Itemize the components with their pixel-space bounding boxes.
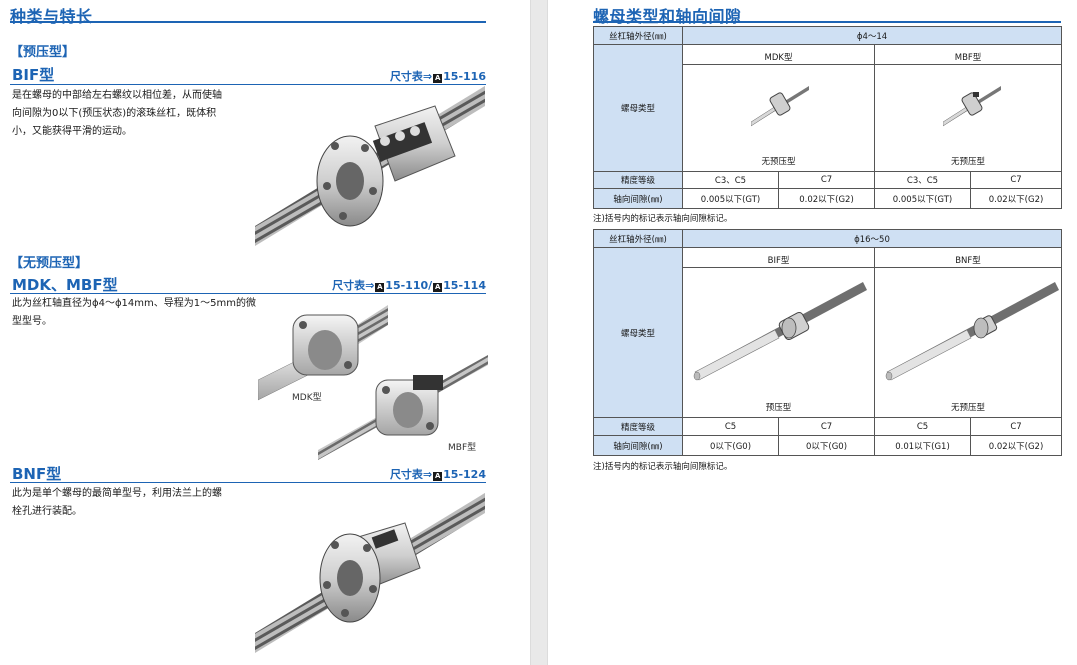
bif-ballscrew-illustration bbox=[255, 86, 485, 246]
mdk-description: 此为丝杠轴直径为ϕ4～ϕ14mm、导程为1～5mm的微 型型号。 bbox=[12, 295, 262, 331]
bnf-model-title: BNF型 bbox=[12, 465, 62, 483]
nut-type-table-small: 丝杠轴外径(㎜) ϕ4～14 螺母类型 MDK型 无预压型 MBF型 bbox=[593, 26, 1063, 209]
mdk-mbf-model-title: MDK、MBF型 bbox=[12, 276, 118, 294]
col-name-mbf: MBF型 bbox=[954, 53, 982, 63]
bnf-thumb-illustration bbox=[885, 282, 1059, 381]
caption-bif: 预压型 bbox=[765, 403, 792, 413]
model-rule bbox=[10, 293, 486, 294]
ref-page: 15-124 bbox=[443, 468, 486, 481]
section-rule bbox=[593, 21, 1061, 23]
cell-divider bbox=[683, 64, 874, 65]
caption-mdk: 无预压型 bbox=[761, 157, 796, 167]
bif-model-title: BIF型 bbox=[12, 66, 55, 84]
ref-page: 15-110/ bbox=[385, 279, 433, 292]
clearance-cell: 0.005以下(GT) bbox=[682, 188, 779, 209]
bnf-description: 此为是单个螺母的最简单型号，利用法兰上的螺 栓孔进行装配。 bbox=[12, 485, 252, 521]
grade-cell: C3、C5 bbox=[874, 171, 971, 189]
grade-cell: C7 bbox=[970, 417, 1062, 436]
shaft-diameter-value: ϕ4～14 bbox=[681, 26, 1063, 45]
ref-page: 15-114 bbox=[443, 279, 486, 292]
cell-divider bbox=[875, 267, 1061, 268]
desc-line: 此为丝杠轴直径为ϕ4～ϕ14mm、导程为1～5mm的微 bbox=[12, 298, 256, 309]
clearance-cell: 0.02以下(G2) bbox=[970, 435, 1062, 456]
desc-line: 是在螺母的中部给左右螺纹以相位差，从而使轴 bbox=[12, 90, 222, 101]
model-rule bbox=[10, 482, 486, 483]
ref-page: 15-116 bbox=[443, 70, 486, 83]
clearance-cell: 0.01以下(G1) bbox=[874, 435, 971, 456]
model-rule bbox=[10, 84, 486, 85]
axial-clearance-label: 轴向间隙(㎜) bbox=[593, 188, 683, 209]
clearance-cell: 0.005以下(GT) bbox=[874, 188, 971, 209]
fig-label-mdk: MDK型 bbox=[292, 393, 322, 403]
section-title-types: 种类与特长 bbox=[10, 7, 93, 26]
caption-mbf: 无预压型 bbox=[951, 157, 986, 167]
fig-label-mbf: MBF型 bbox=[448, 443, 477, 453]
cell-divider bbox=[683, 267, 874, 268]
desc-line: 小，又能获得平滑的运动。 bbox=[12, 126, 132, 137]
shaft-diameter-value: ϕ16～50 bbox=[682, 229, 1062, 248]
col-name-bnf: BNF型 bbox=[955, 256, 981, 266]
table2-footnote: 注)括号内的标记表示轴向间隙标记。 bbox=[593, 462, 733, 472]
mdk-thumb-illustration bbox=[751, 86, 809, 127]
page-gutter bbox=[530, 0, 548, 665]
ref-prefix: 尺寸表⇒ bbox=[332, 279, 375, 292]
desc-line: 型型号。 bbox=[12, 316, 52, 327]
bnf-type-cell: BNF型 无预压型 bbox=[874, 247, 1062, 418]
shaft-diameter-label: 丝杠轴外径(㎜) bbox=[593, 229, 683, 248]
catalog-a-icon: A bbox=[433, 283, 443, 292]
clearance-cell: 0以下(G0) bbox=[682, 435, 779, 456]
grade-cell: C5 bbox=[682, 417, 779, 436]
desc-line: 栓孔进行装配。 bbox=[12, 506, 82, 517]
mdk-mbf-illustration bbox=[258, 305, 488, 460]
ref-prefix: 尺寸表⇒ bbox=[389, 70, 433, 83]
section-rule bbox=[10, 21, 486, 23]
col-name-bif: BIF型 bbox=[767, 256, 790, 266]
col-name-mdk: MDK型 bbox=[764, 53, 793, 63]
accuracy-grade-label: 精度等级 bbox=[593, 171, 683, 189]
clearance-cell: 0.02以下(G2) bbox=[969, 188, 1063, 209]
ref-prefix: 尺寸表⇒ bbox=[389, 468, 433, 481]
cell-divider bbox=[875, 64, 1062, 65]
desc-line: 此为是单个螺母的最简单型号，利用法兰上的螺 bbox=[12, 488, 222, 499]
bif-type-cell: BIF型 预压型 bbox=[682, 247, 875, 418]
mbf-type-cell: MBF型 无预压型 bbox=[873, 44, 1063, 172]
preload-heading: 【预压型】 bbox=[10, 45, 76, 60]
desc-line: 向间隙为0以下(预压状态)的滚珠丝杠，既体积 bbox=[12, 108, 217, 119]
mbf-thumb-illustration bbox=[943, 86, 1001, 127]
grade-cell: C7 bbox=[778, 417, 875, 436]
grade-cell: C3、C5 bbox=[682, 171, 779, 189]
mdk-type-cell: MDK型 无预压型 bbox=[682, 44, 875, 172]
shaft-diameter-label: 丝杠轴外径(㎜) bbox=[593, 26, 683, 45]
grade-cell: C5 bbox=[874, 417, 971, 436]
caption-bnf: 无预压型 bbox=[950, 403, 985, 413]
nut-type-label: 螺母类型 bbox=[593, 44, 683, 172]
catalog-a-icon: A bbox=[375, 283, 385, 292]
nut-type-label: 螺母类型 bbox=[593, 247, 683, 418]
accuracy-grade-label: 精度等级 bbox=[593, 417, 683, 436]
bif-thumb-illustration bbox=[693, 282, 867, 381]
right-page: 螺母类型和轴向间隙 丝杠轴外径(㎜) ϕ4～14 螺母类型 MDK型 无预压型 … bbox=[548, 0, 1077, 665]
grade-cell: C7 bbox=[778, 171, 875, 189]
bif-description: 是在螺母的中部给左右螺纹以相位差，从而使轴 向间隙为0以下(预压状态)的滚珠丝杠… bbox=[12, 87, 252, 141]
table1-footnote: 注)括号内的标记表示轴向间隙标记。 bbox=[593, 214, 733, 224]
catalog-a-icon: A bbox=[433, 472, 443, 481]
grade-cell: C7 bbox=[969, 171, 1063, 189]
nut-type-table-large: 丝杠轴外径(㎜) ϕ16～50 螺母类型 BIF型 预压型 BNF型 bbox=[593, 229, 1062, 456]
nopreload-heading: 【无预压型】 bbox=[10, 256, 89, 271]
bnf-ballscrew-illustration bbox=[255, 493, 485, 653]
clearance-cell: 0.02以下(G2) bbox=[778, 188, 875, 209]
section-title-nut-types: 螺母类型和轴向间隙 bbox=[593, 7, 742, 26]
catalog-a-icon: A bbox=[433, 74, 443, 83]
axial-clearance-label: 轴向间隙(㎜) bbox=[593, 435, 683, 456]
clearance-cell: 0以下(G0) bbox=[778, 435, 875, 456]
